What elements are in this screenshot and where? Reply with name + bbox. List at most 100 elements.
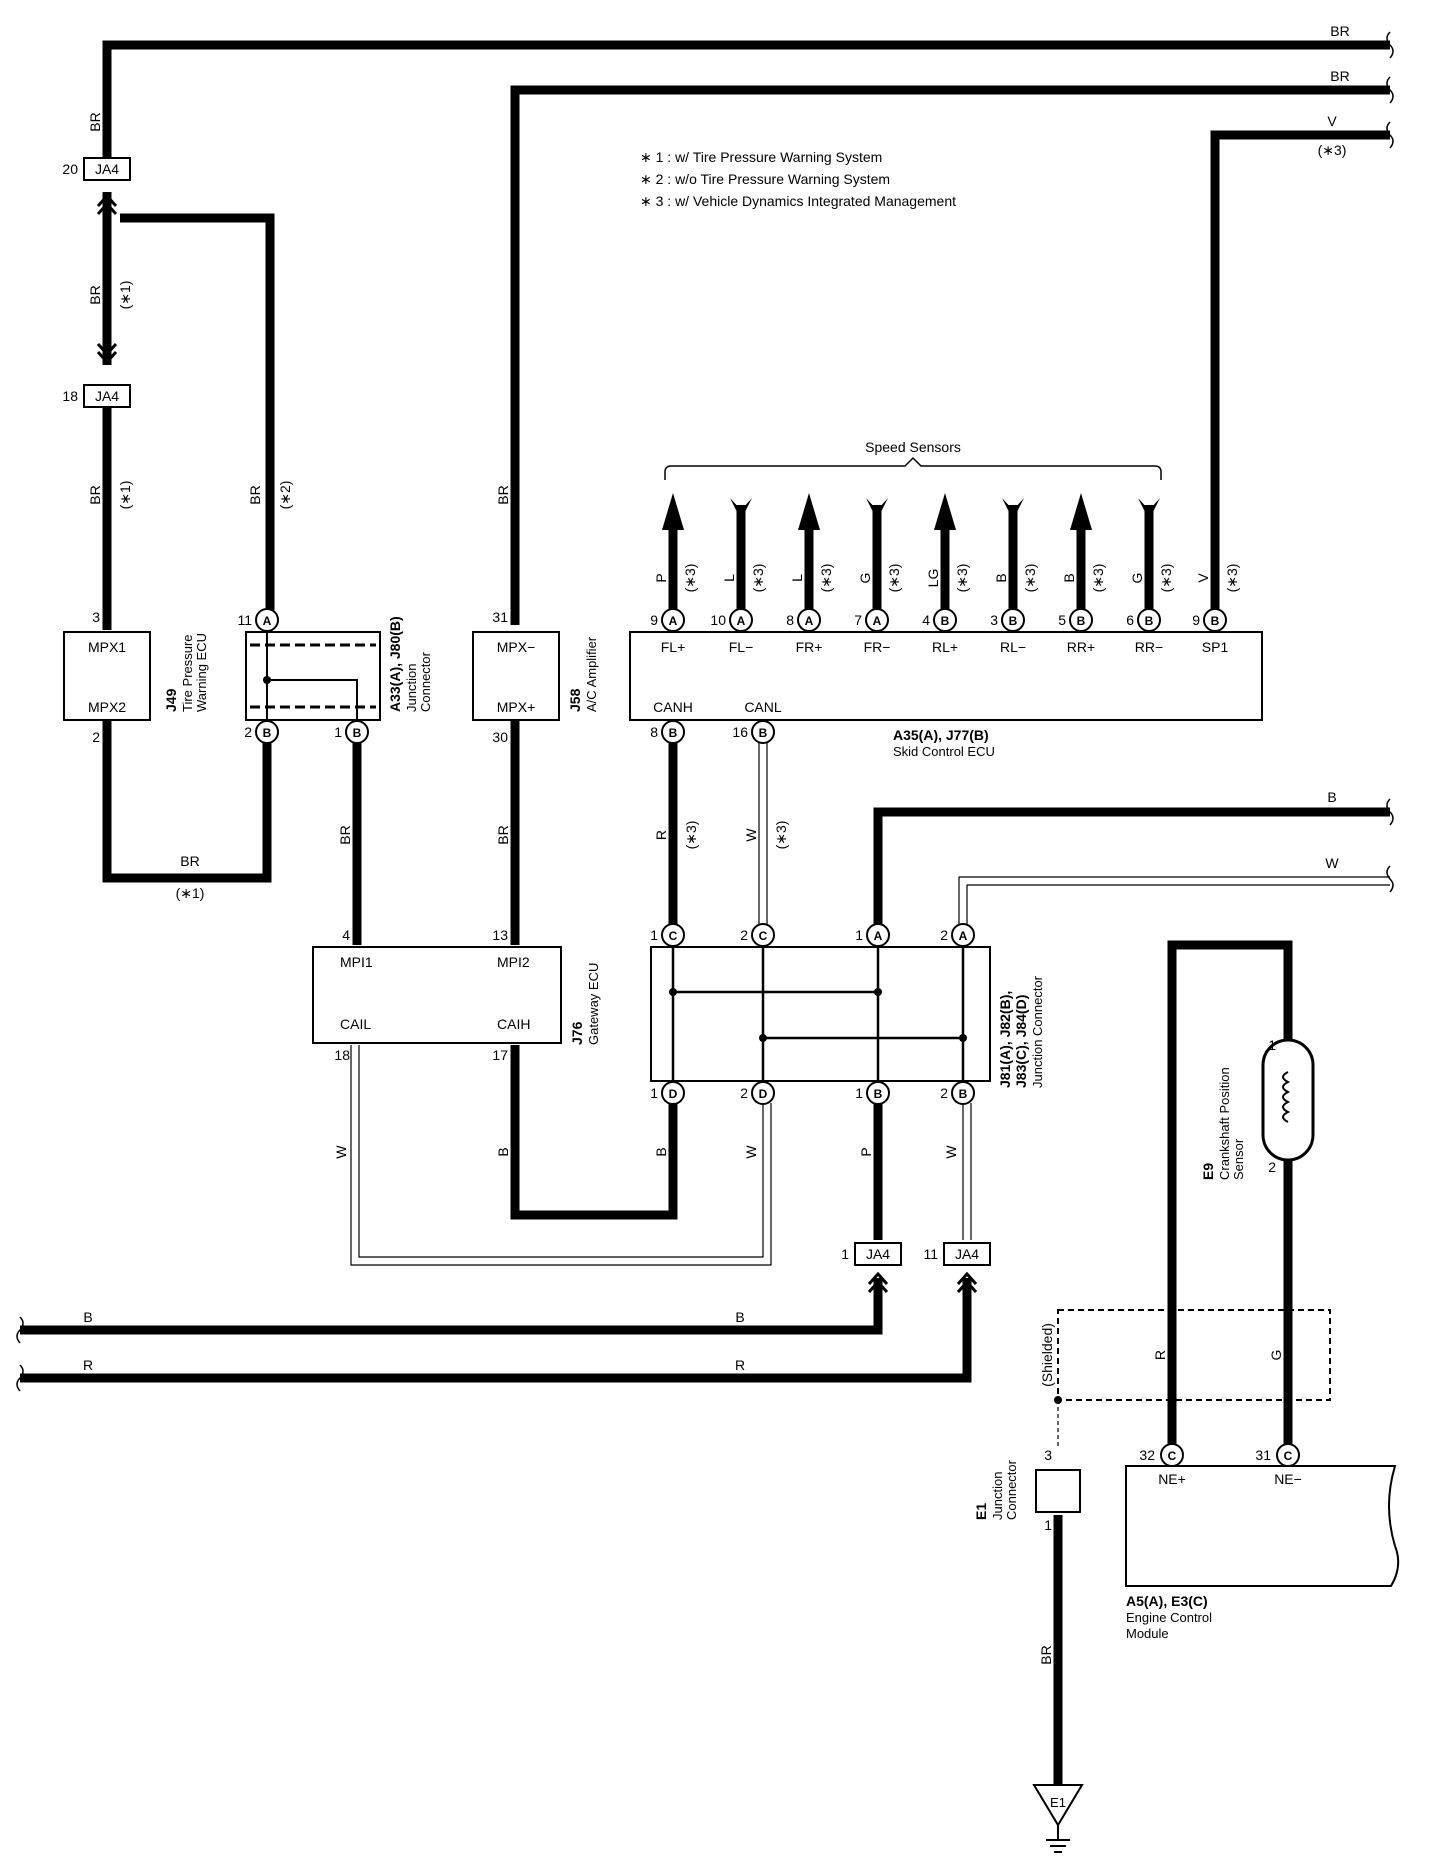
skid-wire-color: LG (925, 569, 941, 588)
svg-text:W: W (1325, 855, 1339, 871)
skid-pin-number: 4 (922, 612, 930, 628)
skid-pin-number: 9 (1192, 612, 1200, 628)
svg-text:B: B (353, 726, 362, 740)
skid-pin-letter: A (873, 614, 882, 628)
svg-text:C: C (1168, 1449, 1177, 1463)
skid-wire-mark: (∗3) (1022, 564, 1038, 593)
svg-text:Module: Module (1126, 1626, 1169, 1641)
svg-text:CANL: CANL (744, 699, 782, 715)
svg-text:16: 16 (732, 724, 748, 740)
j81-bottom-pin-number: 1 (855, 1085, 863, 1101)
skid-pin-circle (1203, 608, 1227, 632)
svg-text:MPX+: MPX+ (497, 699, 536, 715)
arrow-down-icon (1138, 498, 1160, 520)
ac-amp-box (472, 631, 560, 721)
svg-text:MPX−: MPX− (497, 639, 536, 655)
svg-text:Connector: Connector (1004, 1459, 1019, 1520)
svg-text:W: W (943, 1145, 959, 1159)
arrow-up-icon (934, 493, 956, 530)
skid-pin-number: 5 (1058, 612, 1066, 628)
arrow-up-icon (1070, 493, 1092, 530)
svg-text:1: 1 (1268, 1037, 1276, 1053)
skid-wire-mark: (∗3) (1158, 564, 1174, 593)
svg-text:Sensor: Sensor (1231, 1138, 1246, 1180)
j81-bottom-pin-number: 1 (650, 1085, 658, 1101)
svg-text:Gateway ECU: Gateway ECU (586, 963, 601, 1045)
svg-text:W: W (743, 828, 759, 842)
ja4-pin20 (83, 157, 131, 181)
svg-text:11: 11 (923, 1246, 938, 1262)
svg-text:30: 30 (492, 729, 508, 745)
skid-wire-color: B (1061, 573, 1077, 582)
arrow-down-icon (1002, 498, 1024, 520)
svg-text:BR: BR (87, 285, 103, 304)
wire-r-crank (1167, 940, 1293, 1445)
thick-wires (20, 40, 1390, 1785)
svg-text:CANH: CANH (653, 699, 693, 715)
svg-text:(∗3): (∗3) (1318, 142, 1347, 158)
svg-text:Tire Pressure: Tire Pressure (180, 634, 195, 712)
svg-text:BR: BR (1038, 1645, 1054, 1664)
svg-text:(∗1): (∗1) (117, 281, 133, 310)
svg-text:P: P (858, 1147, 874, 1156)
skid-pin-label: SP1 (1202, 639, 1229, 655)
j81-top-pin (951, 923, 975, 947)
svg-text:MPX1: MPX1 (88, 639, 126, 655)
skid-pin-label: RR− (1135, 639, 1163, 655)
ground-icon (1032, 1784, 1084, 1827)
j81-top-pin-number: 2 (740, 927, 748, 943)
skid-pin-circle (1001, 608, 1025, 632)
skid-pin-label: RL+ (932, 639, 958, 655)
jc-j81-box (650, 946, 991, 1082)
svg-text:31: 31 (1255, 1447, 1271, 1463)
svg-text:A5(A), E3(C): A5(A), E3(C) (1126, 1593, 1208, 1609)
svg-text:3: 3 (1044, 1447, 1052, 1463)
tpw-ecu-box (63, 631, 151, 721)
wire-br-ac (510, 85, 1390, 625)
speed-sensors-brace (664, 456, 1162, 480)
svg-text:A: A (263, 614, 272, 628)
wire-br-branch (120, 213, 275, 617)
svg-text:B: B (759, 726, 768, 740)
ja4-pin1 (854, 1242, 902, 1266)
svg-text:A/C Amplifier: A/C Amplifier (584, 636, 599, 712)
ground-label: E1 (1050, 1795, 1066, 1810)
svg-text:B: B (495, 1147, 511, 1156)
skid-pin-letter: B (1077, 614, 1086, 628)
j81-bottom-pin-number: 2 (740, 1085, 748, 1101)
j81-bottom-pin-number: 2 (940, 1085, 948, 1101)
skid-wire-color: G (857, 573, 873, 584)
svg-text:B: B (83, 1309, 92, 1325)
skid-wire-color: G (1129, 573, 1145, 584)
svg-text:B: B (263, 726, 272, 740)
skid-pin-circle (865, 608, 889, 632)
e1-jc-box (1035, 1469, 1081, 1513)
skid-pin-circle (729, 608, 753, 632)
arrow-up-icon (662, 493, 684, 530)
svg-text:J58: J58 (567, 688, 583, 712)
j81-top-pin (661, 923, 685, 947)
note-1: ∗ 1 : w/ Tire Pressure Warning System (640, 149, 882, 165)
svg-text:JA4: JA4 (95, 161, 119, 177)
skid-wire-mark: (∗3) (954, 564, 970, 593)
skid-pin-label: FR+ (796, 639, 823, 655)
svg-text:E9: E9 (1200, 1163, 1216, 1180)
note-3: ∗ 3 : w/ Vehicle Dynamics Integrated Man… (640, 193, 956, 209)
svg-text:31: 31 (492, 609, 508, 625)
j81-top-pin-number: 1 (650, 927, 658, 943)
svg-text:MPI2: MPI2 (497, 954, 530, 970)
wire-ends (16, 31, 1394, 1392)
svg-text:Junction: Junction (990, 1472, 1005, 1520)
skid-pin-circle (661, 608, 685, 632)
svg-text:(∗2): (∗2) (277, 481, 293, 510)
skid-pin-circle (1069, 608, 1093, 632)
j81-top-pin-number: 2 (940, 927, 948, 943)
skid-pin-label: RR+ (1067, 639, 1095, 655)
svg-text:J76: J76 (569, 1021, 585, 1045)
svg-text:A35(A), J77(B): A35(A), J77(B) (893, 727, 989, 743)
svg-text:R: R (653, 830, 669, 840)
j81-bottom-pin-letter: D (669, 1087, 678, 1101)
j81-bottom-pin (751, 1081, 775, 1105)
svg-text:J81(A), J82(B),: J81(A), J82(B), (997, 991, 1013, 1088)
svg-text:1: 1 (841, 1246, 849, 1262)
